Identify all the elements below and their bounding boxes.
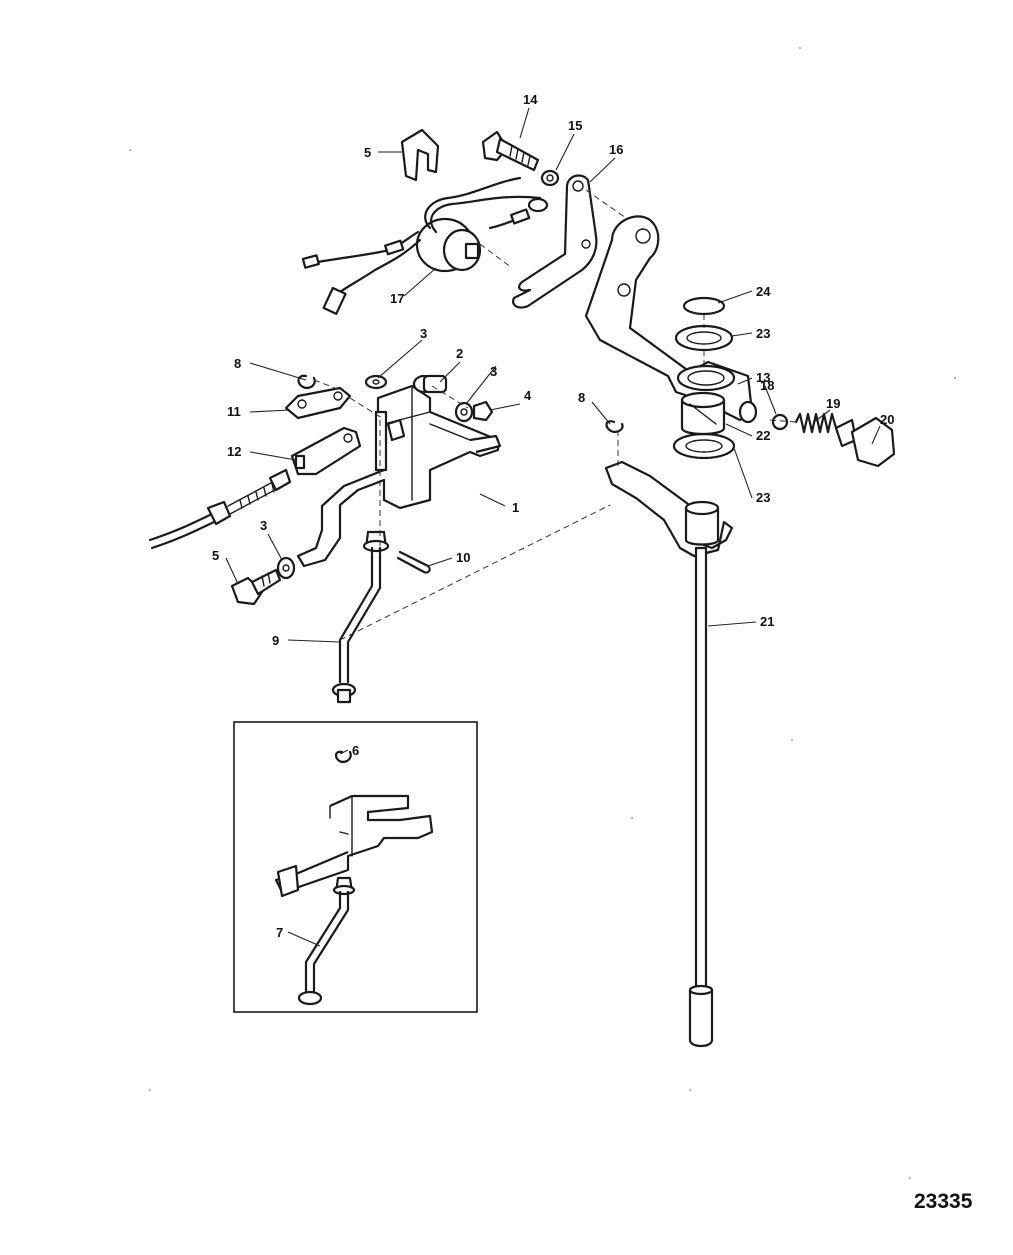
callout-15: 15 <box>568 118 582 133</box>
part-10-cotter-pin <box>396 550 431 574</box>
part-17-switch-harness <box>301 176 549 315</box>
callout-8-left: 8 <box>234 356 241 371</box>
part-11-link-upper <box>284 386 352 420</box>
callout-23-lower: 23 <box>756 490 770 505</box>
callout-24: 24 <box>756 284 771 299</box>
callout-23-upper: 23 <box>756 326 770 341</box>
callout-9: 9 <box>272 633 279 648</box>
callout-21: 21 <box>760 614 774 629</box>
inset-bracket <box>274 794 434 898</box>
part-3-washer-middle <box>454 401 474 423</box>
part-1-bracket-assembly <box>296 384 502 568</box>
part-18-ball <box>771 413 789 431</box>
scan-specks <box>129 47 956 1179</box>
part-21-shift-shaft <box>604 460 734 1048</box>
diagram-reference-number: 23335 <box>914 1190 973 1213</box>
callout-18-visible: 18 <box>760 378 774 393</box>
part-16-bracket <box>512 174 598 309</box>
callout-10: 10 <box>456 550 470 565</box>
part-22-bushing <box>680 391 726 436</box>
callout-1: 1 <box>512 500 519 515</box>
part-2-pin <box>412 374 448 394</box>
part-3-washer-bottom <box>276 556 296 580</box>
part-23-washer-upper <box>674 324 734 352</box>
callout-3-bottom: 3 <box>260 518 267 533</box>
part-12-link-lower <box>290 426 362 476</box>
part-14-bolt <box>481 130 540 172</box>
inset-part-6-clip <box>334 750 352 764</box>
callout-4: 4 <box>524 388 532 403</box>
callout-11: 11 <box>227 404 241 419</box>
part-3-washer-top <box>364 374 388 390</box>
part-6-clip <box>400 128 440 182</box>
callout-3-top: 3 <box>420 326 427 341</box>
callout-19: 19 <box>826 396 840 411</box>
callout-3-middle: 3 <box>490 364 497 379</box>
part-15-washer <box>540 169 560 187</box>
alignment-lines <box>313 189 797 641</box>
callout-8-right: 8 <box>578 390 585 405</box>
part-19-spring <box>794 412 838 434</box>
callout-7: 7 <box>276 925 283 940</box>
callout-17: 17 <box>390 291 404 306</box>
callout-6: 6 <box>352 743 359 758</box>
callout-22: 22 <box>756 428 770 443</box>
part-4-nut <box>472 400 494 422</box>
part-5-bolt <box>230 568 282 606</box>
callout-labels: 14 15 16 5 17 24 23 13 18 18 19 20 22 23… <box>212 92 894 940</box>
callout-5-bottom: 5 <box>212 548 219 563</box>
callout-5-top: 5 <box>364 145 371 160</box>
inset-part-7-rod <box>297 876 356 1006</box>
part-8-clip-left <box>297 374 316 390</box>
part-9-link-rod <box>331 530 390 704</box>
throttle-cable <box>148 468 292 550</box>
part-24-retaining-ring <box>682 296 726 316</box>
leader-lines <box>225 107 881 947</box>
part-23-washer-lower <box>672 432 736 460</box>
inset-panel <box>233 721 478 1013</box>
part-13-shift-lever <box>584 215 758 424</box>
callout-13: 13 <box>756 370 770 385</box>
callout-14: 14 <box>523 92 538 107</box>
callout-2: 2 <box>456 346 463 361</box>
callout-12: 12 <box>227 444 241 459</box>
callout-20: 20 <box>880 412 894 427</box>
callout-16: 16 <box>609 142 623 157</box>
